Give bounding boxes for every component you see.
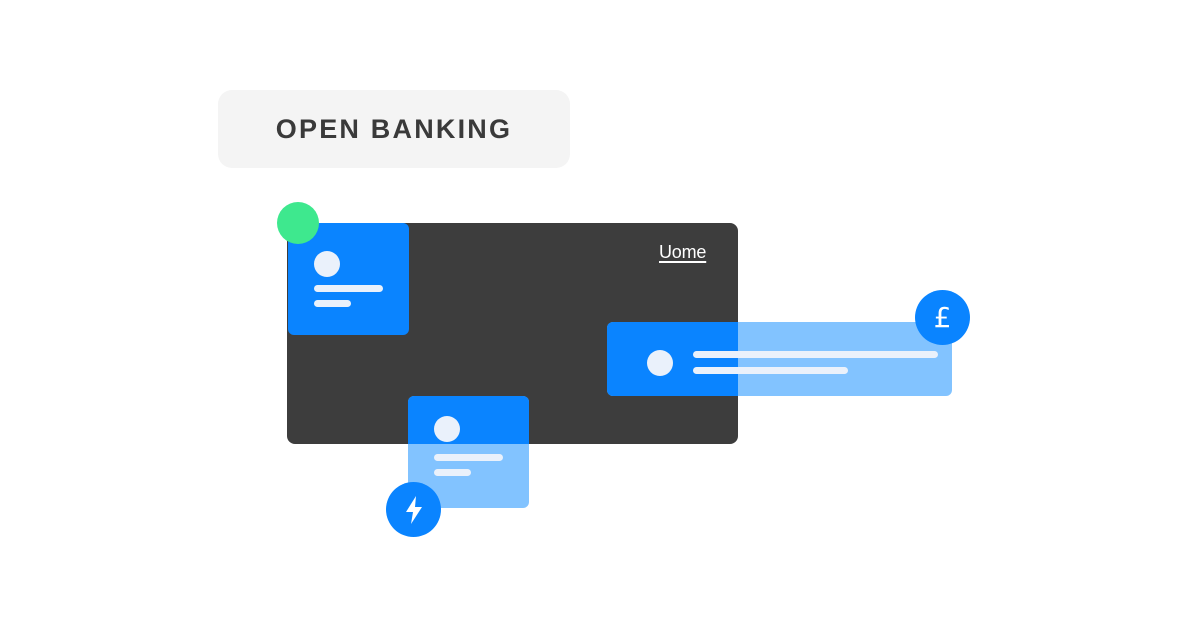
profile-tile-bottom-overlap xyxy=(408,396,529,444)
brand-logo: Uome xyxy=(659,242,707,262)
text-line-placeholder xyxy=(434,469,471,476)
open-banking-banner: OPEN BANKING xyxy=(218,90,570,168)
avatar-placeholder xyxy=(314,251,340,277)
banner-label: OPEN BANKING xyxy=(275,113,513,144)
text-line-placeholder xyxy=(314,300,351,307)
text-line-placeholder xyxy=(314,285,383,292)
pound-sterling-icon: £ xyxy=(915,290,970,345)
text-line-placeholder xyxy=(434,454,503,461)
lightning-bolt-glyph xyxy=(405,495,422,524)
green-status-dot xyxy=(277,202,319,244)
avatar-placeholder xyxy=(647,350,673,376)
text-line-placeholder xyxy=(693,351,938,358)
text-line-placeholder xyxy=(693,367,848,374)
profile-tile-top xyxy=(288,223,409,335)
lightning-bolt-icon xyxy=(386,482,441,537)
avatar-placeholder xyxy=(434,416,460,442)
transaction-row xyxy=(607,322,952,396)
currency-symbol: £ xyxy=(933,300,952,334)
